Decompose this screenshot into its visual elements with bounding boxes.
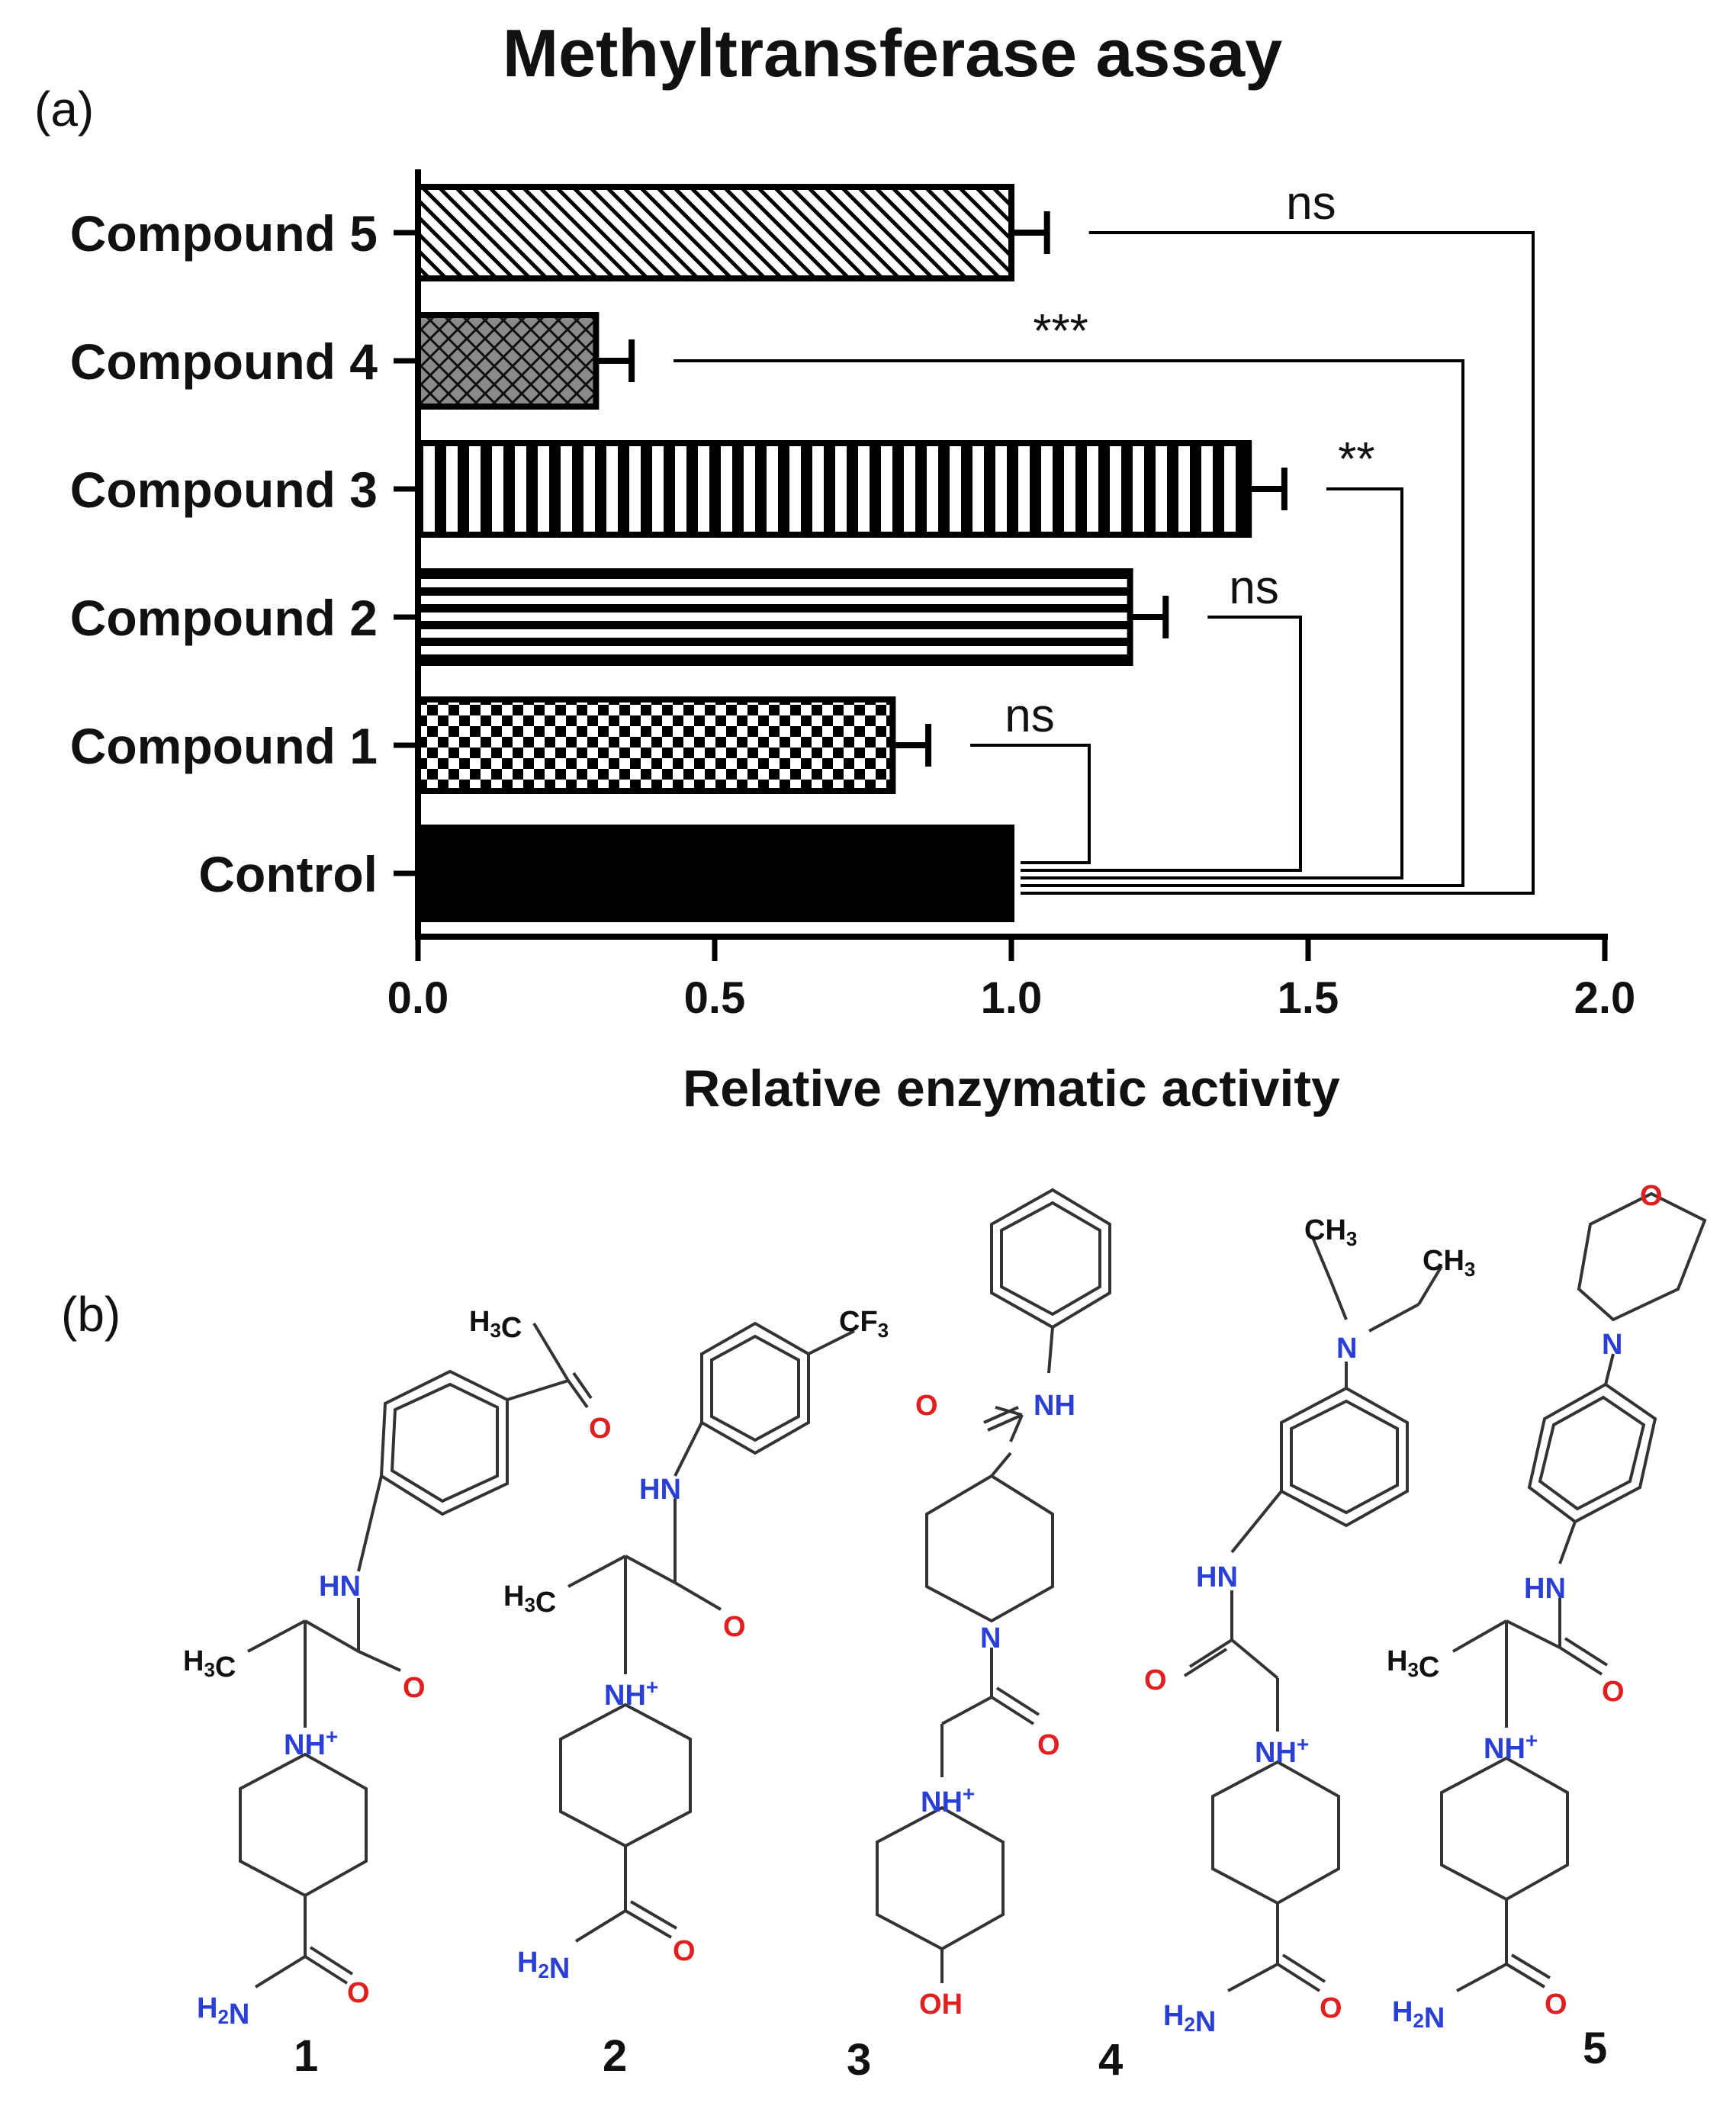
atom-label: HN [1524, 1573, 1566, 1605]
atom-label: O [1602, 1676, 1625, 1708]
category-label: Compound 3 [70, 461, 378, 518]
atom-label: NH+ [921, 1782, 975, 1818]
atom-label: CH3 [1423, 1245, 1475, 1281]
atom-label: N [1602, 1329, 1622, 1361]
significance-label: *** [1033, 305, 1088, 358]
bar-compound-3 [415, 440, 1252, 538]
atom-label: NH+ [604, 1675, 658, 1712]
compound-number: 2 [603, 2031, 627, 2081]
significance-label: ** [1338, 433, 1374, 486]
atom-label: H2N [197, 1992, 249, 2030]
panel-a-label: (a) [34, 82, 94, 137]
atom-label: H3C [183, 1645, 236, 1683]
atom-label: O [347, 1977, 370, 2009]
chart-category-labels: Control Compound 1 Compound 2 Compound 3 Com… [70, 205, 378, 902]
chart-title: Methyltransferase assay [503, 15, 1282, 91]
bar-compound-4 [415, 312, 600, 410]
compound-number: 4 [1098, 2035, 1123, 2085]
structures: H3C O HN H3C O NH+ H2N O 1 [183, 1180, 1707, 2085]
category-label: Compound 5 [70, 205, 378, 262]
structure-5: O N HN H3C O NH+ H2N O 5 [1387, 1180, 1707, 2073]
significance-bracket [1021, 231, 1535, 895]
structure-2: CF3 HN H3C O NH+ H2N O 2 [503, 1306, 889, 2081]
category-label: Compound 4 [70, 333, 378, 390]
atom-label: O [1144, 1664, 1167, 1696]
significance-label: ns [1005, 690, 1054, 742]
atom-label: H2N [1163, 2000, 1216, 2038]
bar-compound-5 [415, 184, 1014, 281]
atom-label: HN [639, 1474, 681, 1506]
atom-label: NH+ [1255, 1732, 1309, 1769]
significance-bracket [1021, 487, 1403, 879]
atom-label: N [980, 1622, 1001, 1654]
atom-label: O [1320, 1992, 1342, 2024]
compound-number: 3 [847, 2035, 871, 2085]
compound-number: 1 [294, 2031, 318, 2081]
structure-3: O NH N O NH+ OH 3 [847, 1188, 1111, 2085]
atom-label: O [673, 1935, 696, 1967]
significance-bracket [1021, 616, 1302, 872]
atom-label: CH3 [1304, 1214, 1357, 1250]
bar-compound-1 [415, 696, 896, 794]
atom-label: NH+ [284, 1725, 338, 1761]
bar-compound-2 [415, 568, 1133, 666]
significance-label: ns [1286, 177, 1336, 230]
x-tick-label: 0.0 [387, 973, 449, 1023]
chart-bars [415, 184, 1252, 922]
atom-label: O [915, 1390, 938, 1422]
atom-label: H3C [469, 1306, 522, 1344]
atom-label: O [1037, 1729, 1060, 1761]
atom-label: OH [919, 1989, 963, 2021]
significance-bracket [674, 359, 1464, 887]
category-label: Compound 2 [70, 590, 378, 646]
atom-label: O [1640, 1180, 1663, 1212]
compound-number: 5 [1583, 2024, 1607, 2073]
structure-1: H3C O HN H3C O NH+ H2N O 1 [183, 1306, 612, 2081]
x-tick-label: 1.5 [1278, 973, 1339, 1023]
atom-label: O [403, 1672, 426, 1704]
atom-label: HN [319, 1571, 361, 1603]
atom-label: CF3 [839, 1306, 889, 1342]
chart-error-bars [596, 211, 1288, 767]
category-label: Compound 1 [70, 718, 378, 774]
chart-axes [394, 169, 1608, 961]
atom-label: NH+ [1484, 1728, 1538, 1765]
atom-label: NH [1034, 1390, 1075, 1422]
significance-label: ns [1229, 561, 1278, 614]
x-tick-label: 0.5 [684, 973, 746, 1023]
category-label: Control [198, 846, 378, 902]
chart-tick-labels: 0.0 0.5 1.0 1.5 2.0 [387, 973, 1636, 1023]
atom-label: N [1336, 1333, 1357, 1365]
atom-label: O [723, 1611, 746, 1643]
atom-label: O [589, 1413, 612, 1445]
significance-bracket [970, 744, 1091, 864]
atom-label: H2N [1392, 1996, 1445, 2034]
atom-label: H2N [517, 1947, 570, 1985]
bar-control [415, 825, 1014, 922]
atom-label: H3C [1387, 1645, 1439, 1683]
x-tick-label: 2.0 [1574, 973, 1636, 1023]
atom-label: H3C [503, 1580, 556, 1619]
panel-b-label: (b) [61, 1287, 121, 1342]
structure-4: CH3 CH3 N HN O NH+ H2N O 4 [1098, 1214, 1475, 2085]
atom-label: O [1545, 1989, 1567, 2021]
x-tick-label: 1.0 [981, 973, 1043, 1023]
x-axis-title: Relative enzymatic activity [683, 1059, 1340, 1117]
atom-label: HN [1196, 1561, 1238, 1593]
